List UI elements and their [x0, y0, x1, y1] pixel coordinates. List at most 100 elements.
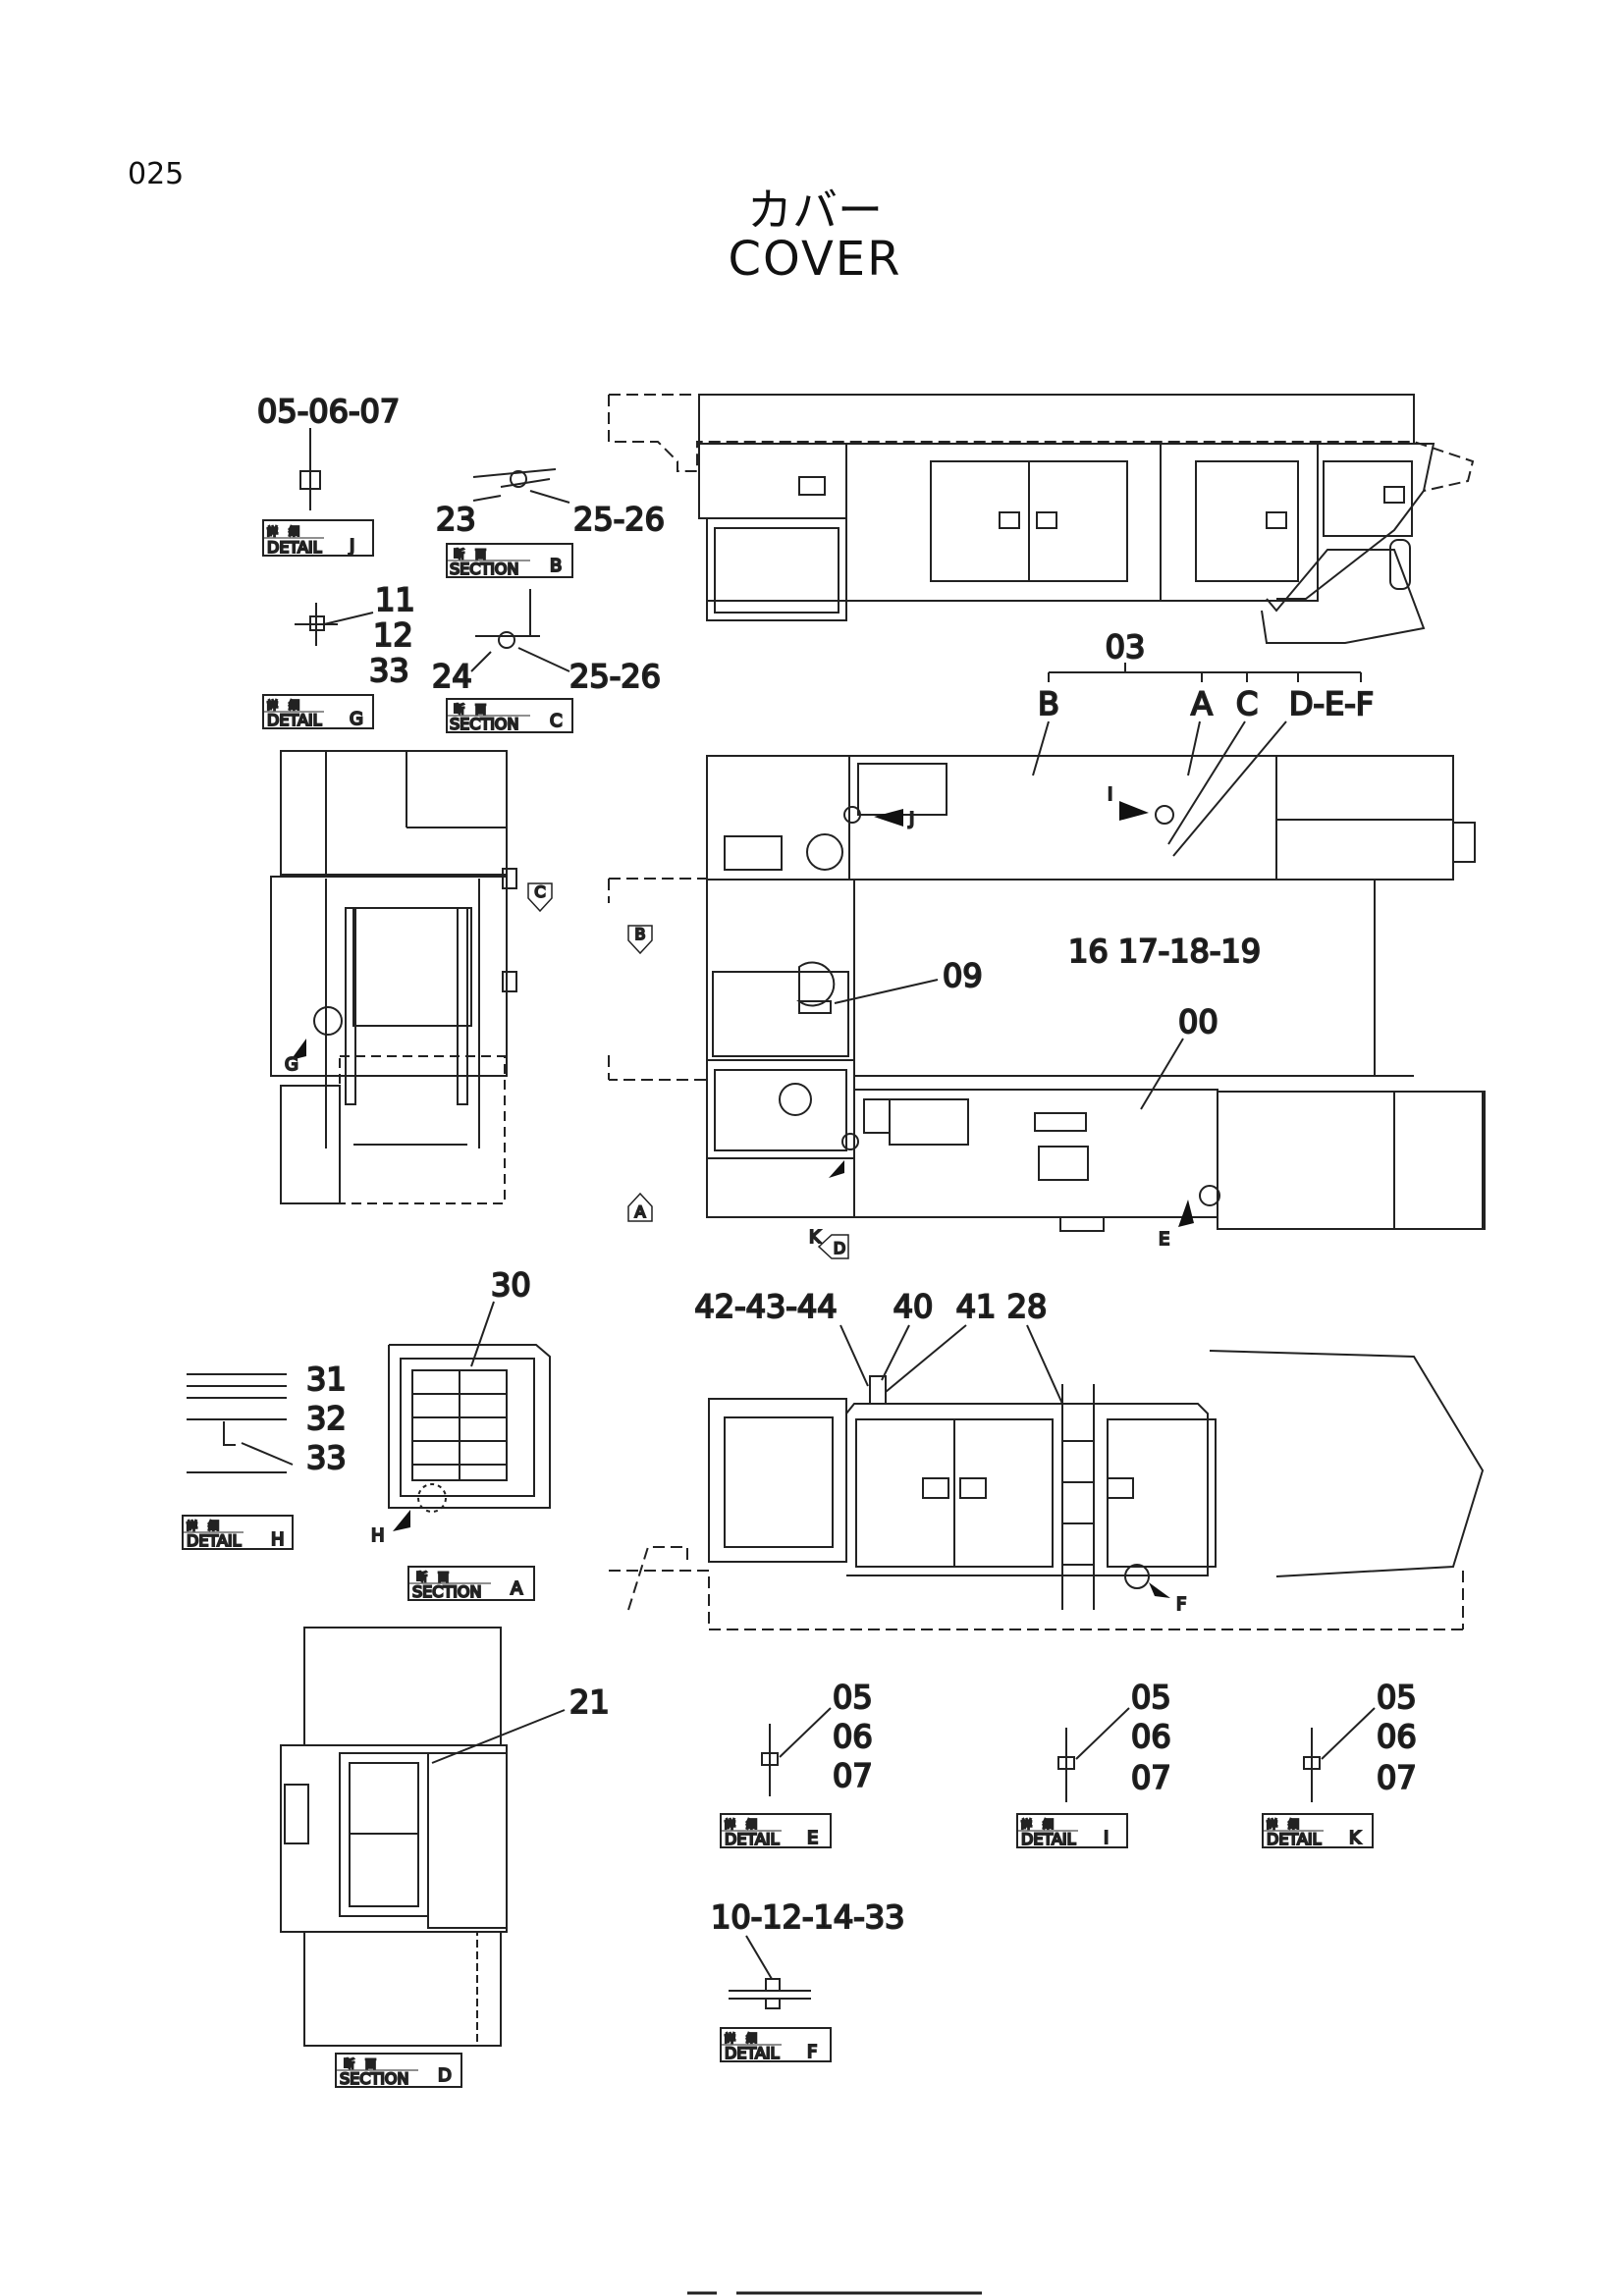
svg-text:詳 細: 詳 細 — [1267, 1817, 1299, 1831]
view-marker-d: D — [834, 1239, 845, 1257]
view-marker-a: A — [635, 1202, 646, 1221]
detail-i-06: 06 — [1131, 1718, 1171, 1755]
pointer-h: H — [371, 1525, 385, 1546]
part-03-callout — [1032, 663, 1362, 857]
svg-text:I: I — [1104, 1828, 1109, 1848]
page-number: 025 — [128, 157, 185, 191]
tag-detail-k: 詳 細 DETAIL K — [1262, 1813, 1374, 1849]
view-marker-c: C — [534, 882, 545, 901]
part-30-label: 30 — [491, 1266, 531, 1304]
svg-text:DETAIL: DETAIL — [725, 2044, 780, 2062]
detail-j-callout: 05-06-07 — [257, 393, 400, 430]
detail-k-07: 07 — [1377, 1759, 1417, 1796]
svg-text:詳 細: 詳 細 — [267, 524, 299, 538]
part-03-sub-def: D-E-F — [1289, 685, 1374, 722]
part-00-leader — [1140, 1038, 1184, 1110]
section-a-panel — [388, 1344, 551, 1513]
detail-h-drawing — [187, 1373, 294, 1473]
tag-detail-f: 詳 細 DETAIL F — [720, 2027, 832, 2063]
part-03-sub-c: C — [1236, 685, 1258, 722]
svg-text:B: B — [550, 556, 562, 576]
part-30-leader — [470, 1301, 495, 1367]
svg-text:D: D — [438, 2065, 452, 2086]
section-d-drawing — [280, 1627, 508, 2047]
svg-text:H: H — [271, 1529, 285, 1550]
section-b-drawing — [472, 468, 570, 504]
part-03-label: 03 — [1106, 628, 1146, 666]
pointer-arrows — [291, 801, 1194, 1227]
tag-detail-e: 詳 細 DETAIL E — [720, 1813, 832, 1849]
detail-f-callout: 10-12-14-33 — [711, 1898, 905, 1936]
part-21-leader — [431, 1709, 566, 1764]
tag-detail-i: 詳 細 DETAIL I — [1016, 1813, 1128, 1849]
svg-text:SECTION: SECTION — [412, 1582, 482, 1601]
svg-text:E: E — [807, 1828, 818, 1848]
part-09-leader — [834, 979, 939, 1004]
page-title-japanese: カバー — [747, 184, 883, 237]
svg-text:断 面: 断 面 — [454, 547, 486, 561]
detail-g-12: 12 — [373, 616, 413, 654]
detail-e-05: 05 — [833, 1679, 873, 1716]
svg-text:DETAIL: DETAIL — [267, 538, 322, 557]
detail-f-drawing — [729, 1935, 811, 2009]
part-42-44-label: 42-43-44 — [694, 1288, 837, 1325]
svg-text:詳 細: 詳 細 — [267, 698, 299, 712]
svg-text:DETAIL: DETAIL — [725, 1830, 780, 1848]
part-16-19-label: 16 17-18-19 — [1068, 933, 1261, 970]
svg-text:F: F — [807, 2042, 817, 2062]
detail-h-33: 33 — [306, 1439, 347, 1476]
part-21-label: 21 — [569, 1683, 610, 1721]
detail-e-07: 07 — [833, 1757, 873, 1794]
part-28-label: 28 — [1007, 1288, 1048, 1325]
detail-e-06: 06 — [833, 1718, 873, 1755]
svg-text:C: C — [550, 711, 563, 731]
pointer-f-arrow — [1149, 1582, 1170, 1598]
svg-text:K: K — [1349, 1828, 1362, 1848]
detail-k-drawing — [1303, 1707, 1376, 1802]
svg-text:詳 細: 詳 細 — [1021, 1817, 1054, 1831]
svg-text:断 面: 断 面 — [416, 1570, 449, 1583]
part-41-label: 41 — [956, 1288, 997, 1325]
pointer-j: J — [908, 809, 914, 829]
section-b-right-callout: 25-26 — [573, 501, 665, 538]
tag-detail-g: 詳 細 DETAIL G — [262, 694, 374, 730]
svg-text:SECTION: SECTION — [450, 560, 519, 578]
pointer-f: F — [1176, 1594, 1186, 1615]
tag-section-a: 断 面 SECTION A — [407, 1566, 535, 1602]
svg-text:詳 細: 詳 細 — [187, 1519, 219, 1532]
pointer-g: G — [285, 1054, 298, 1075]
svg-text:G: G — [350, 709, 363, 729]
tag-section-d: 断 面 SECTION D — [335, 2053, 462, 2089]
section-view-upper-left — [270, 750, 517, 1204]
detail-e-drawing — [761, 1707, 832, 1796]
svg-text:DETAIL: DETAIL — [187, 1531, 242, 1550]
plan-view — [608, 755, 1486, 1232]
detail-k-06: 06 — [1377, 1718, 1417, 1755]
part-40-label: 40 — [893, 1288, 934, 1325]
part-03-sub-a: A — [1191, 685, 1213, 722]
section-c-left-callout: 24 — [432, 658, 472, 695]
svg-text:詳 細: 詳 細 — [725, 2031, 757, 2045]
part-03-sub-b: B — [1038, 685, 1059, 722]
section-c-right-callout: 25-26 — [569, 658, 661, 695]
view-marker-b: B — [635, 925, 646, 943]
detail-i-05: 05 — [1131, 1679, 1171, 1716]
tag-detail-j: 詳 細 DETAIL J — [262, 519, 374, 558]
detail-g-drawing — [295, 603, 374, 646]
svg-text:DETAIL: DETAIL — [1267, 1830, 1322, 1848]
tag-section-c: 断 面 SECTION C — [446, 698, 573, 734]
svg-text:DETAIL: DETAIL — [267, 711, 322, 729]
svg-text:詳 細: 詳 細 — [725, 1817, 757, 1831]
section-b-left-callout: 23 — [436, 501, 476, 538]
pointer-e: E — [1159, 1229, 1169, 1250]
detail-i-drawing — [1057, 1707, 1130, 1802]
lower-side-elevation — [609, 1350, 1485, 1630]
pointer-i: I — [1108, 784, 1112, 805]
svg-text:断 面: 断 面 — [344, 2056, 376, 2070]
part-09-label: 09 — [943, 957, 983, 994]
tag-section-b: 断 面 SECTION B — [446, 543, 573, 579]
part-00-label: 00 — [1178, 1003, 1218, 1041]
detail-h-32: 32 — [306, 1400, 347, 1437]
svg-text:SECTION: SECTION — [450, 715, 519, 733]
